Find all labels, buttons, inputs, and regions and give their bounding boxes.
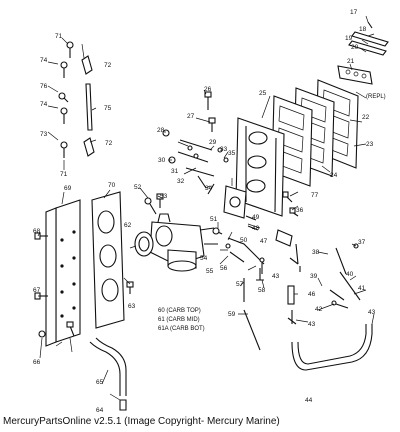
callout-24: 24: [330, 172, 338, 179]
callout-49: 49: [252, 214, 260, 221]
callout-57: 57: [236, 281, 244, 288]
callout-55: 55: [206, 268, 214, 275]
callout-43a: 43: [308, 321, 316, 328]
callout-22: 22: [362, 114, 370, 121]
callout-27: 27: [187, 113, 195, 120]
callout-76: 76: [40, 83, 48, 90]
callout-31a: 31: [171, 168, 179, 175]
callout-34: 34: [205, 185, 213, 192]
carb-top-note: 60 (CARB TOP): [158, 308, 201, 314]
callout-65: 65: [96, 379, 104, 386]
callout-68: 68: [33, 228, 41, 235]
fitting-48-49-bolts: [245, 215, 293, 247]
callout-29: 29: [209, 139, 217, 146]
screws-66-68: [34, 232, 75, 338]
callout-73: 73: [40, 131, 48, 138]
linkage-parts-28-34: [162, 129, 229, 195]
callout-38: 38: [312, 249, 320, 256]
callout-66: 66: [33, 359, 41, 366]
callout-69: 69: [64, 185, 72, 192]
reed-block-gaskets-22-25: [271, 79, 359, 187]
callout-46: 46: [308, 291, 316, 298]
repl-note: (REPL): [366, 94, 386, 100]
callout-43b: 43: [272, 273, 280, 280]
callout-20: 20: [351, 44, 359, 51]
fuel-hose-44: [291, 324, 373, 371]
callout-35a: 35: [228, 150, 236, 157]
screw-63: [126, 281, 134, 294]
callout-19: 19: [345, 35, 353, 42]
carb-gasket-62: [134, 231, 154, 257]
callout-71b: 71: [60, 171, 68, 178]
callout-41: 41: [358, 285, 366, 292]
callout-47: 47: [260, 238, 268, 245]
reed-petals-17-20: [348, 21, 389, 56]
screws-36-77: [282, 191, 299, 217]
callout-50: 50: [240, 237, 248, 244]
callout-44: 44: [305, 397, 313, 404]
carburetor-60-61: [149, 213, 218, 272]
image-caption: MercuryPartsOnline v2.5.1 (Image Copyrig…: [3, 416, 280, 427]
callout-21: 21: [347, 58, 355, 65]
callout-54: 54: [200, 255, 208, 262]
callout-37: 37: [358, 239, 366, 246]
adaptor-plate-69: [45, 199, 81, 347]
callout-17: 17: [350, 9, 358, 16]
callout-53: 53: [160, 193, 168, 200]
callout-43c: 43: [368, 309, 376, 316]
manifold-bolts-26-27: [204, 91, 216, 132]
leader-lines: [37, 15, 375, 401]
callout-75: 75: [104, 105, 112, 112]
callout-72a: 72: [104, 62, 112, 69]
part-notes: (REPL) 60 (CARB TOP) 61 (CARB MID) 61A (…: [158, 94, 386, 332]
callout-39: 39: [310, 273, 318, 280]
callout-36: 36: [296, 207, 304, 214]
callout-52: 52: [134, 184, 142, 191]
callout-64: 64: [96, 407, 104, 414]
callout-40: 40: [346, 271, 354, 278]
callout-25: 25: [259, 90, 267, 97]
gasket-35-and-plate: [223, 185, 247, 219]
bleed-hose-65: [89, 337, 127, 411]
callout-56: 56: [220, 265, 228, 272]
reed-stop-21: [337, 65, 373, 85]
callout-30: 30: [158, 157, 166, 164]
callout-42: 42: [315, 306, 323, 313]
callout-18: 18: [359, 26, 367, 33]
callout-67: 67: [33, 287, 41, 294]
callout-26: 26: [204, 86, 212, 93]
callout-74b: 74: [40, 101, 48, 108]
callout-74a: 74: [40, 57, 48, 64]
callout-48: 48: [252, 225, 260, 232]
callout-70: 70: [108, 182, 116, 189]
callout-63: 63: [128, 303, 136, 310]
callout-labels: 17 18 19 20 21 22 23 24 25 26 27 28 29 3…: [33, 9, 376, 414]
adaptor-gasket-70: [91, 191, 125, 329]
intake-manifold-25: [235, 117, 285, 217]
callout-71a: 71: [55, 33, 63, 40]
carb-mid-note: 61 (CARB MID): [158, 317, 200, 323]
callout-28: 28: [157, 127, 165, 134]
callout-77: 77: [311, 192, 319, 199]
callout-72b: 72: [105, 140, 113, 147]
callout-58: 58: [258, 287, 266, 294]
carb-bot-note: 61A (CARB BOT): [158, 326, 205, 332]
callout-32: 32: [177, 178, 185, 185]
callout-51: 51: [210, 216, 218, 223]
check-valves-71-75: [58, 41, 95, 158]
fittings-57-58-59: [243, 268, 264, 351]
callout-23: 23: [366, 141, 374, 148]
callout-33: 33: [220, 146, 228, 153]
fuel-lines-38-46: [287, 243, 361, 325]
callout-59: 59: [228, 311, 236, 318]
callout-62: 62: [124, 222, 132, 229]
